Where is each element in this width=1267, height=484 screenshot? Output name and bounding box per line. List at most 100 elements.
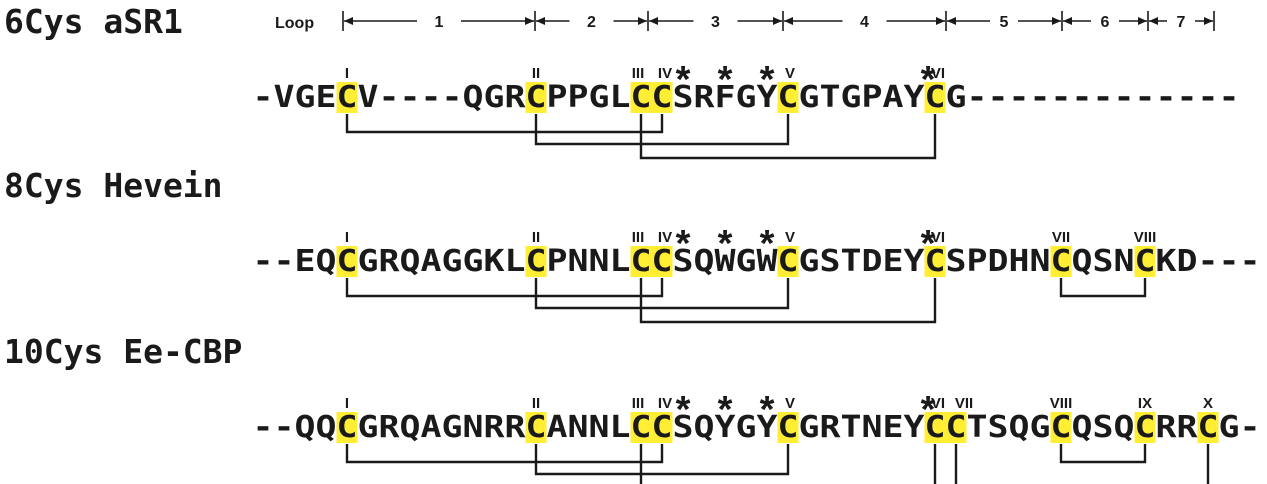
asterisk-icon: * (676, 223, 691, 265)
loop-number: 1 (435, 14, 444, 31)
cysteine-highlight (924, 246, 946, 277)
arrowhead-icon (1063, 17, 1072, 25)
cysteine-highlight (525, 412, 547, 443)
asterisk-icon: * (921, 223, 936, 265)
sequence: -VGECV----QGRCPPGLCCSRFGYCGTGPAYCG------… (253, 80, 1240, 115)
loop-number: 6 (1101, 14, 1110, 31)
arrowhead-icon (1052, 17, 1061, 25)
cysteine-label: III (632, 65, 645, 82)
cysteine-highlight (924, 412, 946, 443)
arrowhead-icon (536, 17, 545, 25)
arrowhead-icon (1204, 17, 1213, 25)
disulfide-bond (345, 278, 664, 298)
loop-number: 3 (711, 14, 720, 31)
asterisk-icon: * (718, 223, 733, 265)
cysteine-label: I (345, 65, 349, 82)
sequence: --EQCGRQAGGKLCPNNLCCSQWGWCGSTDEYCSPDHNCQ… (253, 244, 1261, 279)
asterisk-icon: * (676, 59, 691, 101)
asterisk-icon: * (760, 389, 775, 431)
asterisk-icon: * (760, 223, 775, 265)
disulfide-bond (534, 114, 790, 146)
asterisk-icon: * (921, 59, 936, 101)
arrowhead-icon (936, 17, 945, 25)
loop-number: 4 (860, 14, 869, 31)
cysteine-highlight (651, 82, 673, 113)
cysteine-highlight (525, 246, 547, 277)
cysteine-highlight (336, 82, 358, 113)
panel-3: 10Cys Ee-CBP --QQCGRQAGNRRCANNLCCSQYGYCGR… (4, 332, 1261, 484)
cysteine-label: IV (658, 65, 672, 82)
cysteine-highlight (651, 412, 673, 443)
cysteine-highlight (651, 246, 673, 277)
asterisk-icon: * (676, 389, 691, 431)
disulfide-bond (639, 444, 937, 484)
arrowhead-icon (773, 17, 782, 25)
disulfide-bond (639, 114, 937, 160)
cysteine-label: III (632, 229, 645, 246)
cysteine-label: IV (658, 229, 672, 246)
cysteine-highlight (777, 412, 799, 443)
cysteine-label: VII (955, 395, 973, 412)
loop-number: 5 (1000, 14, 1009, 31)
panel-1: 6Cys aSR1 -VGECV----QGRCPPGLCCSRFGYCGTGPA… (4, 2, 1240, 160)
disulfide-bond (534, 444, 790, 476)
cysteine-label: V (785, 229, 795, 246)
cysteine-label: III (632, 395, 645, 412)
cysteine-label: II (532, 65, 540, 82)
cysteine-label: VIII (1134, 229, 1157, 246)
disulfide-bond (534, 278, 790, 310)
cysteine-label: VI (931, 229, 945, 246)
cysteine-label: VII (1052, 229, 1070, 246)
cysteine-label: IV (658, 395, 672, 412)
cysteine-highlight (525, 82, 547, 113)
cysteine-highlight (1197, 412, 1219, 443)
arrowhead-icon (784, 17, 793, 25)
asterisk-icon: * (718, 59, 733, 101)
cysteine-highlight (630, 412, 652, 443)
panel-title: 6Cys aSR1 (4, 2, 183, 41)
cysteine-label: IX (1138, 395, 1152, 412)
cysteine-highlight (945, 412, 967, 443)
cysteine-label: X (1203, 395, 1213, 412)
cysteine-highlight (1050, 412, 1072, 443)
cysteine-label: VIII (1050, 395, 1073, 412)
disulfide-bond (1059, 444, 1147, 464)
cysteine-highlight (1134, 412, 1156, 443)
cysteine-highlight (336, 412, 358, 443)
asterisk-icon: * (921, 389, 936, 431)
cysteine-label: II (532, 229, 540, 246)
panel-2: 8Cys Hevein --EQCGRQAGGKLCPNNLCCSQWGWCGST… (4, 166, 1261, 324)
cysteine-label: VI (931, 65, 945, 82)
arrowhead-icon (947, 17, 956, 25)
cysteine-highlight (1050, 246, 1072, 277)
loop-number: 7 (1177, 14, 1186, 31)
disulfide-bond (954, 444, 1210, 484)
cysteine-highlight (630, 246, 652, 277)
cysteine-label: II (532, 395, 540, 412)
arrowhead-icon (1138, 17, 1147, 25)
loop-label: Loop (275, 15, 314, 32)
panel-title: 8Cys Hevein (4, 166, 223, 205)
arrowhead-icon (525, 17, 534, 25)
cysteine-label: VI (931, 395, 945, 412)
arrowhead-icon (344, 17, 353, 25)
cysteine-label: I (345, 395, 349, 412)
cysteine-label: V (785, 395, 795, 412)
cysteine-label: V (785, 65, 795, 82)
cysteine-label: I (345, 229, 349, 246)
cysteine-highlight (630, 82, 652, 113)
disulfide-bond (1059, 278, 1147, 298)
sequence: --QQCGRQAGNRRCANNLCCSQYGYCGRTNEYCCTSQGCQ… (253, 410, 1261, 445)
disulfide-bond (639, 278, 937, 324)
arrowhead-icon (638, 17, 647, 25)
asterisk-icon: * (760, 59, 775, 101)
arrowhead-icon (1149, 17, 1158, 25)
disulfide-bond (345, 444, 664, 464)
cysteine-highlight (777, 82, 799, 113)
disulfide-bond (345, 114, 664, 134)
arrowhead-icon (649, 17, 658, 25)
panel-title: 10Cys Ee-CBP (4, 332, 242, 371)
cysteine-highlight (777, 246, 799, 277)
